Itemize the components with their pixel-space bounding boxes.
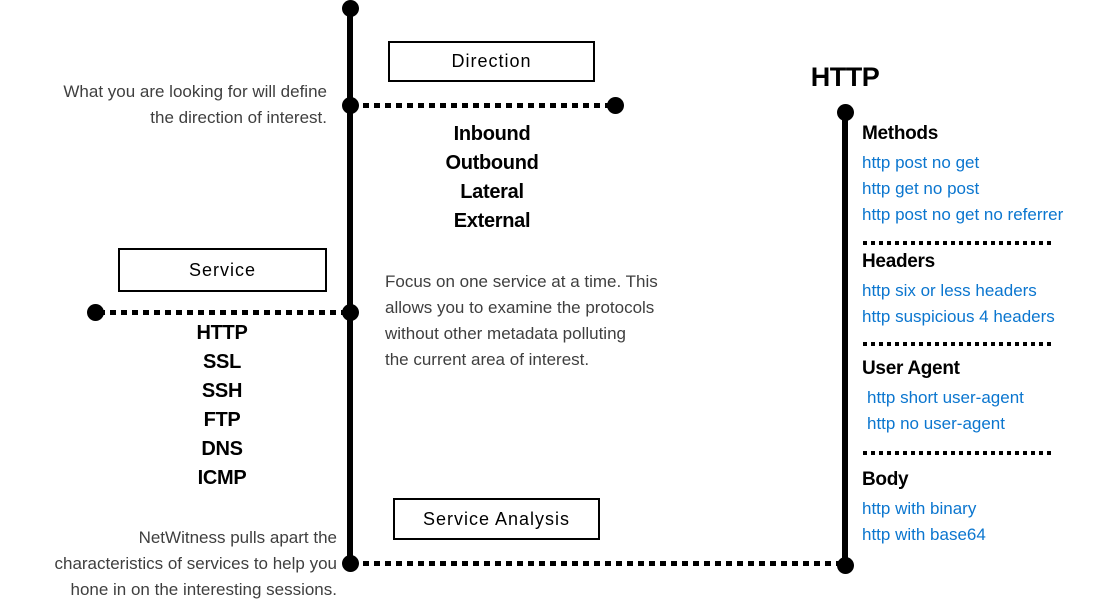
- http-section-heading: User Agent: [862, 358, 960, 379]
- service-node-dot: [342, 304, 359, 321]
- http-panel-bottom-dot: [837, 557, 854, 574]
- http-section-methods: Methods http post no get http get no pos…: [862, 124, 1112, 228]
- service-analysis-node-dot: [342, 555, 359, 572]
- service-box-label: Service: [188, 259, 257, 280]
- service-connector-end-dot: [87, 304, 104, 321]
- http-panel-title: HTTP: [810, 62, 880, 92]
- http-section-heading: Body: [862, 469, 909, 490]
- timeline-start-dot: [342, 0, 359, 17]
- http-panel-top-dot: [837, 104, 854, 121]
- http-section-heading: Methods: [862, 123, 939, 144]
- direction-note-line: the direction of interest.: [150, 108, 327, 127]
- service-analysis-note-line: NetWitness pulls apart the: [138, 528, 337, 547]
- direction-box-label: Direction: [451, 51, 532, 71]
- service-item: DNS: [201, 438, 243, 460]
- service-analysis-note: NetWitness pulls apart the characteristi…: [0, 525, 337, 603]
- service-note: Focus on one service at a time. This all…: [385, 269, 725, 373]
- service-note-line: the current area of interest.: [385, 350, 590, 369]
- service-note-line: without other metadata polluting: [385, 324, 626, 343]
- http-meta-key: http suspicious 4 headers: [862, 307, 1055, 326]
- direction-node-dot: [342, 97, 359, 114]
- service-analysis-box-label: Service Analysis: [422, 508, 571, 529]
- http-section-heading: Headers: [862, 251, 935, 272]
- service-connector-line: [99, 310, 348, 315]
- service-analysis-note-line: hone in on the interesting sessions.: [70, 580, 337, 599]
- http-meta-key: http no user-agent: [867, 414, 1005, 433]
- http-section-user-agent: User Agent http short user-agent http no…: [862, 359, 1112, 437]
- service-note-line: Focus on one service at a time. This: [385, 272, 658, 291]
- service-analysis-connector-line: [352, 561, 842, 566]
- service-note-line: allows you to examine the protocols: [385, 298, 655, 317]
- http-section-headers: Headers http six or less headers http su…: [862, 252, 1112, 330]
- direction-item: Inbound: [453, 123, 531, 145]
- direction-connector-end-dot: [607, 97, 624, 114]
- direction-items: Inbound Outbound Lateral External: [392, 120, 592, 236]
- service-items: HTTP SSL SSH FTP DNS ICMP: [122, 319, 322, 493]
- timeline-line: [347, 8, 353, 564]
- direction-note: What you are looking for will define the…: [0, 79, 327, 131]
- http-section-separator: [863, 451, 1051, 455]
- direction-note-line: What you are looking for will define: [63, 82, 327, 101]
- service-box: Service: [118, 248, 327, 292]
- http-meta-key: http short user-agent: [867, 388, 1024, 407]
- service-analysis-box: Service Analysis: [393, 498, 600, 540]
- http-meta-key: http get no post: [862, 179, 980, 198]
- http-section-body: Body http with binary http with base64: [862, 470, 1112, 548]
- http-meta-key: http post no get: [862, 153, 980, 172]
- http-section-separator: [863, 342, 1051, 346]
- service-analysis-note-line: characteristics of services to help you: [54, 554, 337, 573]
- http-meta-key: http six or less headers: [862, 281, 1037, 300]
- direction-item: External: [453, 210, 531, 232]
- http-meta-key: http with binary: [862, 499, 977, 518]
- http-meta-key: http post no get no referrer: [862, 205, 1064, 224]
- service-item: SSH: [201, 380, 243, 402]
- service-item: FTP: [203, 409, 241, 431]
- direction-box: Direction: [388, 41, 595, 82]
- http-meta-key: http with base64: [862, 525, 986, 544]
- service-item: SSL: [203, 351, 241, 373]
- service-item: HTTP: [196, 322, 248, 344]
- http-section-separator: [863, 241, 1051, 245]
- direction-item: Outbound: [445, 152, 539, 174]
- direction-item: Lateral: [460, 181, 524, 203]
- http-panel-line: [842, 112, 848, 566]
- service-item: ICMP: [197, 467, 247, 489]
- direction-connector-line: [352, 103, 612, 108]
